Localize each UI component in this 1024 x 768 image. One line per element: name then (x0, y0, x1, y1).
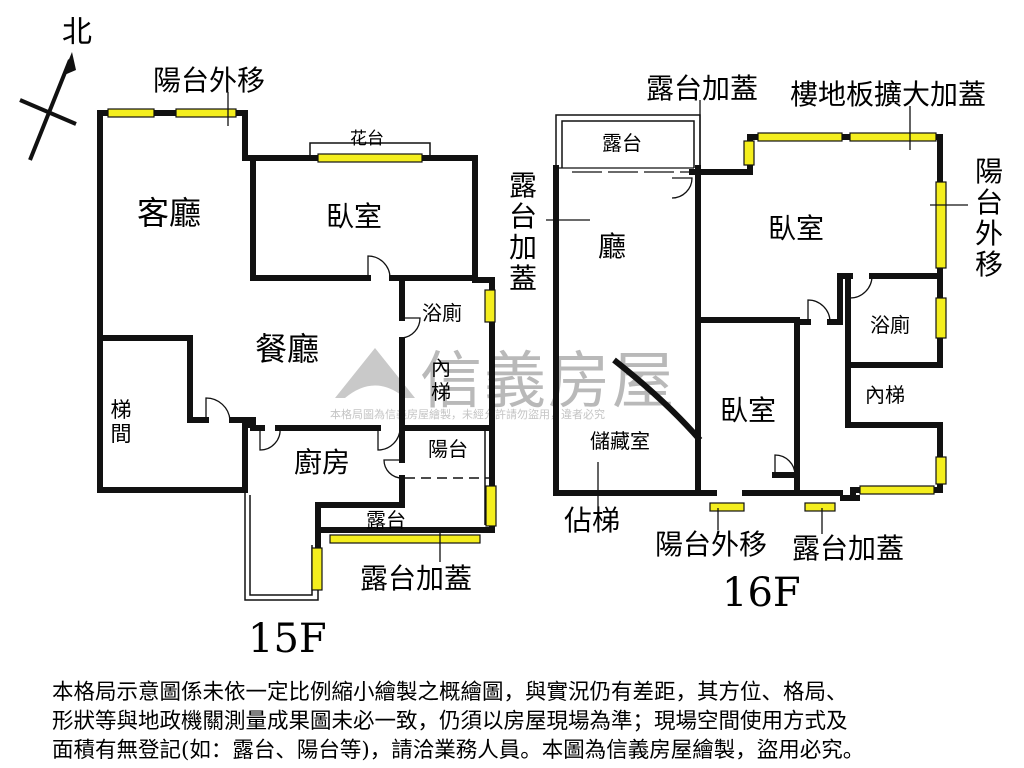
note-16-balcony-moved-bottom: 陽台外移 (655, 528, 767, 561)
room-terrace: 露台 (366, 508, 406, 532)
room-16-inner-stair: 內梯 (865, 383, 905, 407)
watermark: 信義房屋 本格局圖為信義房屋繪製，未經允許請勿盜用，違者必究 (330, 330, 700, 430)
floor-15-walls (97, 110, 495, 548)
room-16-bedroom-main: 臥室 (768, 212, 824, 245)
disclaimer-line-3: 面積有無登記(如：露台、陽台等)，請洽業務人員。本圖為信義房屋繪製，盜用必究。 (52, 738, 865, 763)
room-storage: 儲藏室 (590, 429, 650, 453)
note-16-stair-occupied: 佔梯 (564, 504, 620, 537)
room-stair-hall: 梯間 (110, 398, 132, 446)
stair-curve (612, 357, 703, 442)
note-16-terrace-roofed-top: 露台加蓋 (646, 72, 758, 105)
room-bedroom: 臥室 (326, 200, 382, 233)
room-kitchen: 廚房 (294, 446, 350, 479)
floor-16-label: 16F (722, 570, 801, 616)
note-16-balcony-moved-right: 陽台外移 (974, 155, 1003, 281)
note-16-terrace-roofed-bottom: 露台加蓋 (792, 532, 904, 565)
note-16-terrace-roofed-left: 露台加蓋 (508, 169, 537, 295)
watermark-line: 本格局圖為信義房屋繪製，未經允許請勿盜用，違者必究 (330, 408, 605, 421)
room-balcony: 陽台 (428, 437, 468, 461)
watermark-brand: 信義房屋 (420, 344, 677, 417)
floor-16-doors (671, 177, 873, 476)
room-inner-stair: 內梯 (431, 356, 451, 404)
note-balcony-moved: 陽台外移 (153, 64, 265, 97)
disclaimer-line-1: 本格局示意圖係未依一定比例縮小繪製之概繪圖，與實況仍有差距，其方位、格局、 (52, 680, 848, 705)
room-hall: 廳 (598, 230, 626, 263)
room-dining: 餐廳 (255, 330, 319, 368)
room-living: 客廳 (137, 194, 201, 232)
floor-15-label: 15F (248, 616, 327, 662)
floor-15-doors (205, 255, 421, 479)
note-16-floor-extended: 樓地板擴大加蓋 (790, 78, 986, 111)
disclaimer-line-2: 形狀等與地政機關測量成果圖未必一致，仍須以房屋現場為準；現場空間使用方式及 (52, 709, 848, 734)
brand-logo-icon (335, 348, 415, 398)
room-bath: 浴廁 (422, 301, 462, 325)
floor-15-windows (107, 108, 497, 591)
planter-label: 花台 (350, 129, 384, 149)
room-16-bedroom-small: 臥室 (720, 394, 776, 427)
disclaimer: 本格局示意圖係未依一定比例縮小繪製之概繪圖，與實況仍有差距，其方位、格局、 形狀… (52, 678, 1002, 765)
north-label: 北 (62, 15, 92, 50)
floor-16-windows (709, 132, 947, 512)
room-16-bath: 浴廁 (870, 313, 910, 337)
room-16-terrace: 露台 (602, 131, 642, 155)
note-terrace-roofed: 露台加蓋 (360, 562, 472, 595)
north-arrow-icon (19, 52, 77, 161)
